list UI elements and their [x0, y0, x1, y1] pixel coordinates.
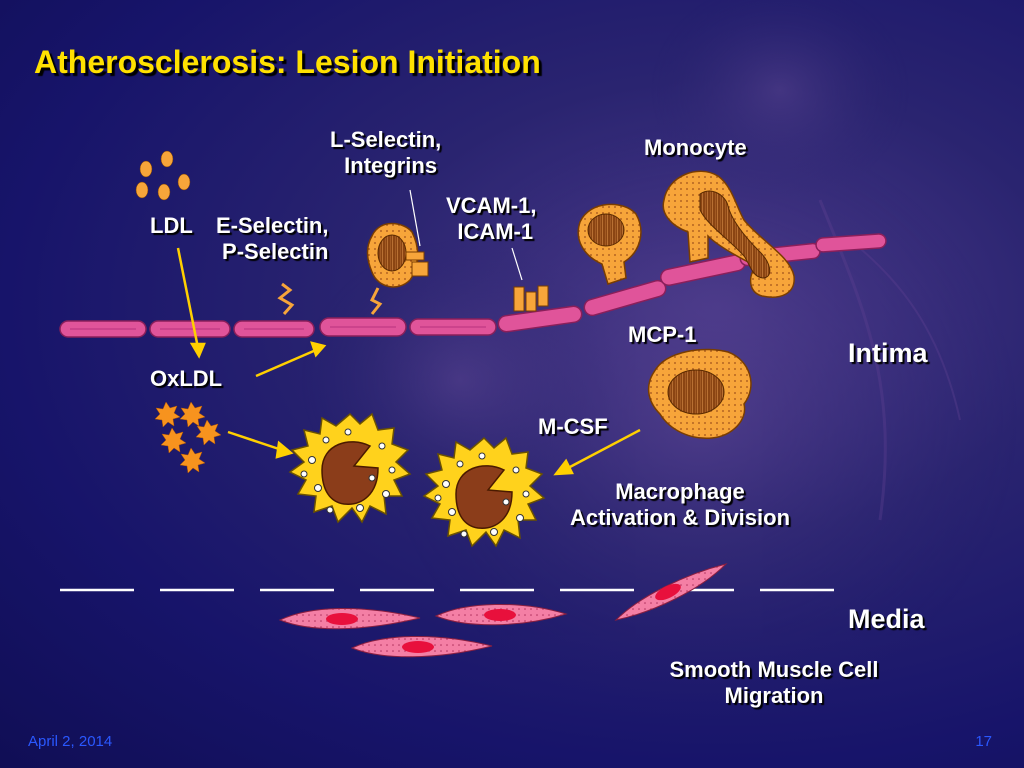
ldl-particles — [135, 150, 191, 201]
l-selectin-line2: Integrins — [344, 153, 438, 178]
macrophage-line2: Activation & Division — [569, 505, 791, 530]
e-selectin-line2: P-Selectin — [222, 239, 329, 264]
macrophage-line1: Macrophage — [615, 479, 745, 504]
macrophage-1 — [288, 412, 412, 524]
ldl-label: LDL — [150, 213, 193, 238]
monocyte-label: Monocyte — [644, 135, 747, 160]
footer-date: April 2, 2014 — [28, 733, 113, 750]
intima-label: Intima — [848, 338, 928, 368]
slide-title: Atherosclerosis: Lesion Initiation — [34, 44, 541, 80]
endothelium-texture — [70, 326, 486, 330]
e-selectin-marker — [277, 282, 295, 315]
transmigrating-monocyte — [662, 170, 795, 298]
l-selectin-label: L-Selectin, Integrins — [330, 127, 441, 179]
l-selectin-line1: L-Selectin, — [330, 127, 442, 152]
media-label: Media — [848, 604, 925, 634]
smc-line2: Migration — [724, 683, 824, 708]
mcp1-label: MCP-1 — [628, 322, 697, 347]
vcam-line1: VCAM-1, — [446, 193, 537, 218]
e-selectin-label: E-Selectin, P-Selectin — [216, 213, 328, 265]
vcam-label: VCAM-1, ICAM-1 — [446, 193, 536, 245]
macrophage-label: Macrophage Activation & Division — [540, 479, 820, 531]
smooth-muscle-cells — [278, 563, 728, 658]
mcsf-label: M-CSF — [538, 414, 608, 439]
oxldl-label: OxLDL — [150, 366, 223, 391]
smc-migration-label: Smooth Muscle Cell Migration — [630, 657, 918, 709]
vcam-line2: ICAM-1 — [457, 219, 534, 244]
vcam-receptor — [513, 285, 549, 312]
adhering-monocyte — [577, 203, 642, 285]
rolling-monocyte — [366, 222, 429, 315]
macrophage-2 — [422, 436, 546, 548]
arrows — [176, 247, 641, 476]
slide-number: 17 — [975, 733, 992, 750]
e-selectin-line1: E-Selectin, — [216, 213, 329, 238]
oxldl-particles — [154, 401, 222, 474]
intima-monocyte — [647, 348, 752, 439]
smc-line1: Smooth Muscle Cell — [669, 657, 879, 682]
